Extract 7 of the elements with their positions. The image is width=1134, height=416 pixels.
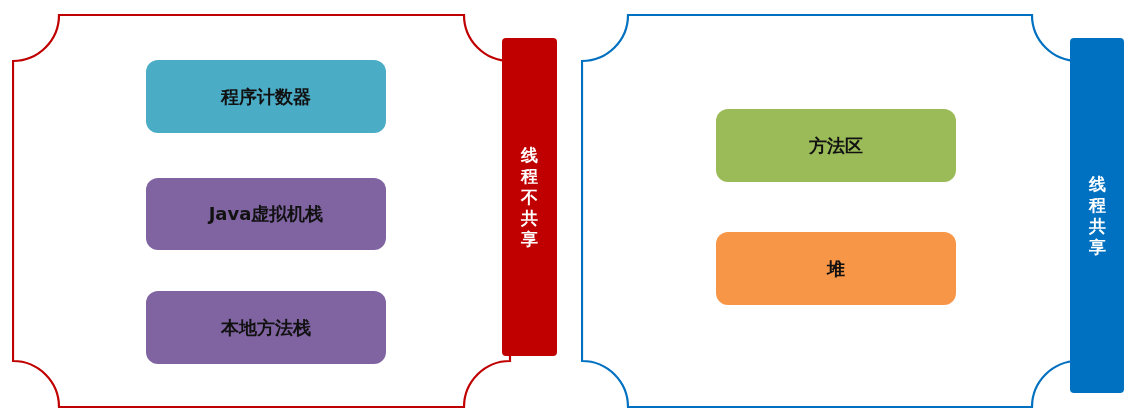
memory-area-box: 本地方法栈 (146, 291, 386, 364)
memory-area-box: 程序计数器 (146, 60, 386, 133)
memory-area-box: 堆 (716, 232, 956, 305)
memory-area-box: 方法区 (716, 109, 956, 182)
banner-label: 线程不共享 (520, 144, 539, 250)
banner-label: 线程共享 (1088, 173, 1106, 258)
memory-area-box: Java虚拟机栈 (146, 178, 386, 250)
